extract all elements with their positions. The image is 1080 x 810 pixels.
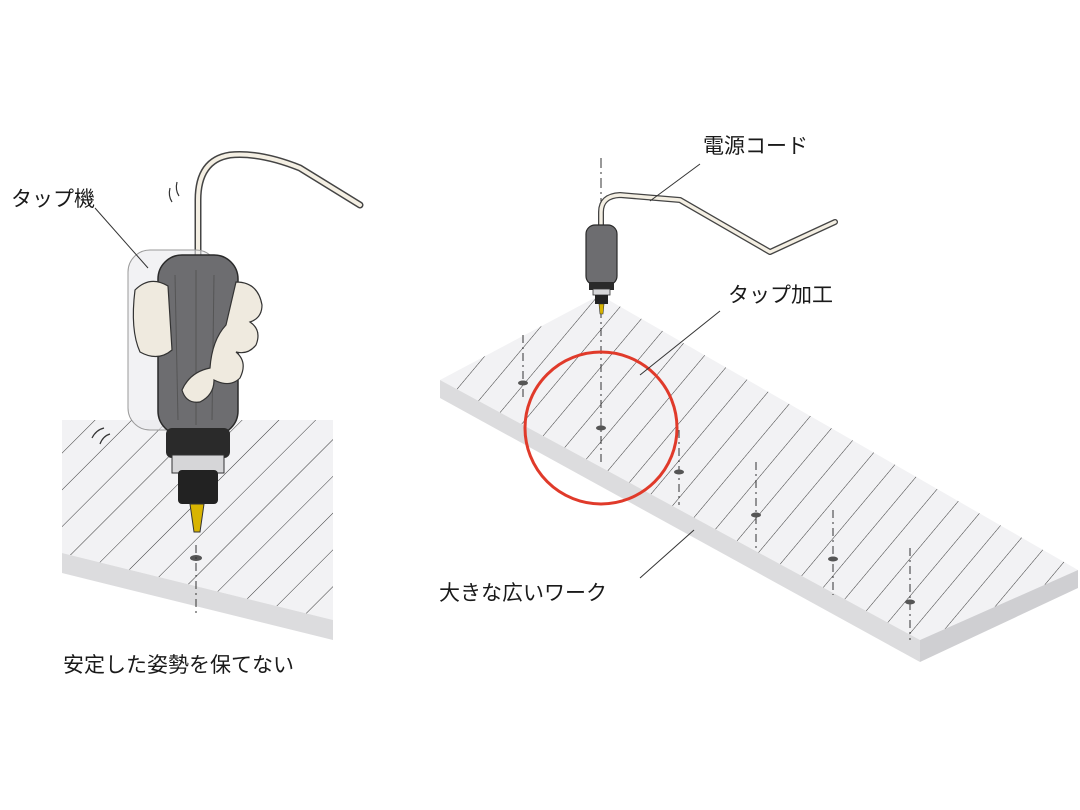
right-workpiece-side-edge (920, 570, 1078, 662)
label-power-cord: 電源コード (703, 134, 808, 158)
left-workpiece-edge (62, 553, 333, 640)
left-power-cord (194, 151, 364, 266)
right-workpiece-front-edge (440, 380, 920, 662)
tap-machine-leader (94, 207, 149, 269)
vibration-marks-icon (91, 427, 111, 445)
tap-hole (596, 425, 606, 431)
label-tapping: タップ加工 (728, 283, 833, 307)
caption-unstable-posture: 安定した姿勢を保てない (63, 653, 294, 677)
tap-hole (518, 380, 528, 386)
tap-holes (518, 310, 915, 640)
right-scene (440, 158, 1078, 662)
large-work-leader (639, 529, 695, 579)
label-tap-machine: タップ機 (11, 187, 95, 211)
left-tap-machine (157, 254, 239, 533)
tap-hole (674, 469, 684, 475)
tap-hole (905, 599, 915, 605)
right-tap-machine (585, 224, 618, 315)
tool-chuck (178, 470, 218, 504)
tapping-leader (639, 310, 721, 376)
glove-hand (132, 280, 263, 403)
highlight-circle (523, 350, 679, 506)
power-cord-leader (649, 163, 701, 202)
label-large-workpiece: 大きな広いワーク (439, 581, 607, 605)
shake-marks-icon (168, 181, 180, 203)
left-scene (62, 151, 364, 640)
tap-hole (828, 556, 838, 562)
tool-collar (166, 428, 230, 458)
drill-bit (189, 503, 205, 533)
tap-hole (751, 512, 761, 518)
